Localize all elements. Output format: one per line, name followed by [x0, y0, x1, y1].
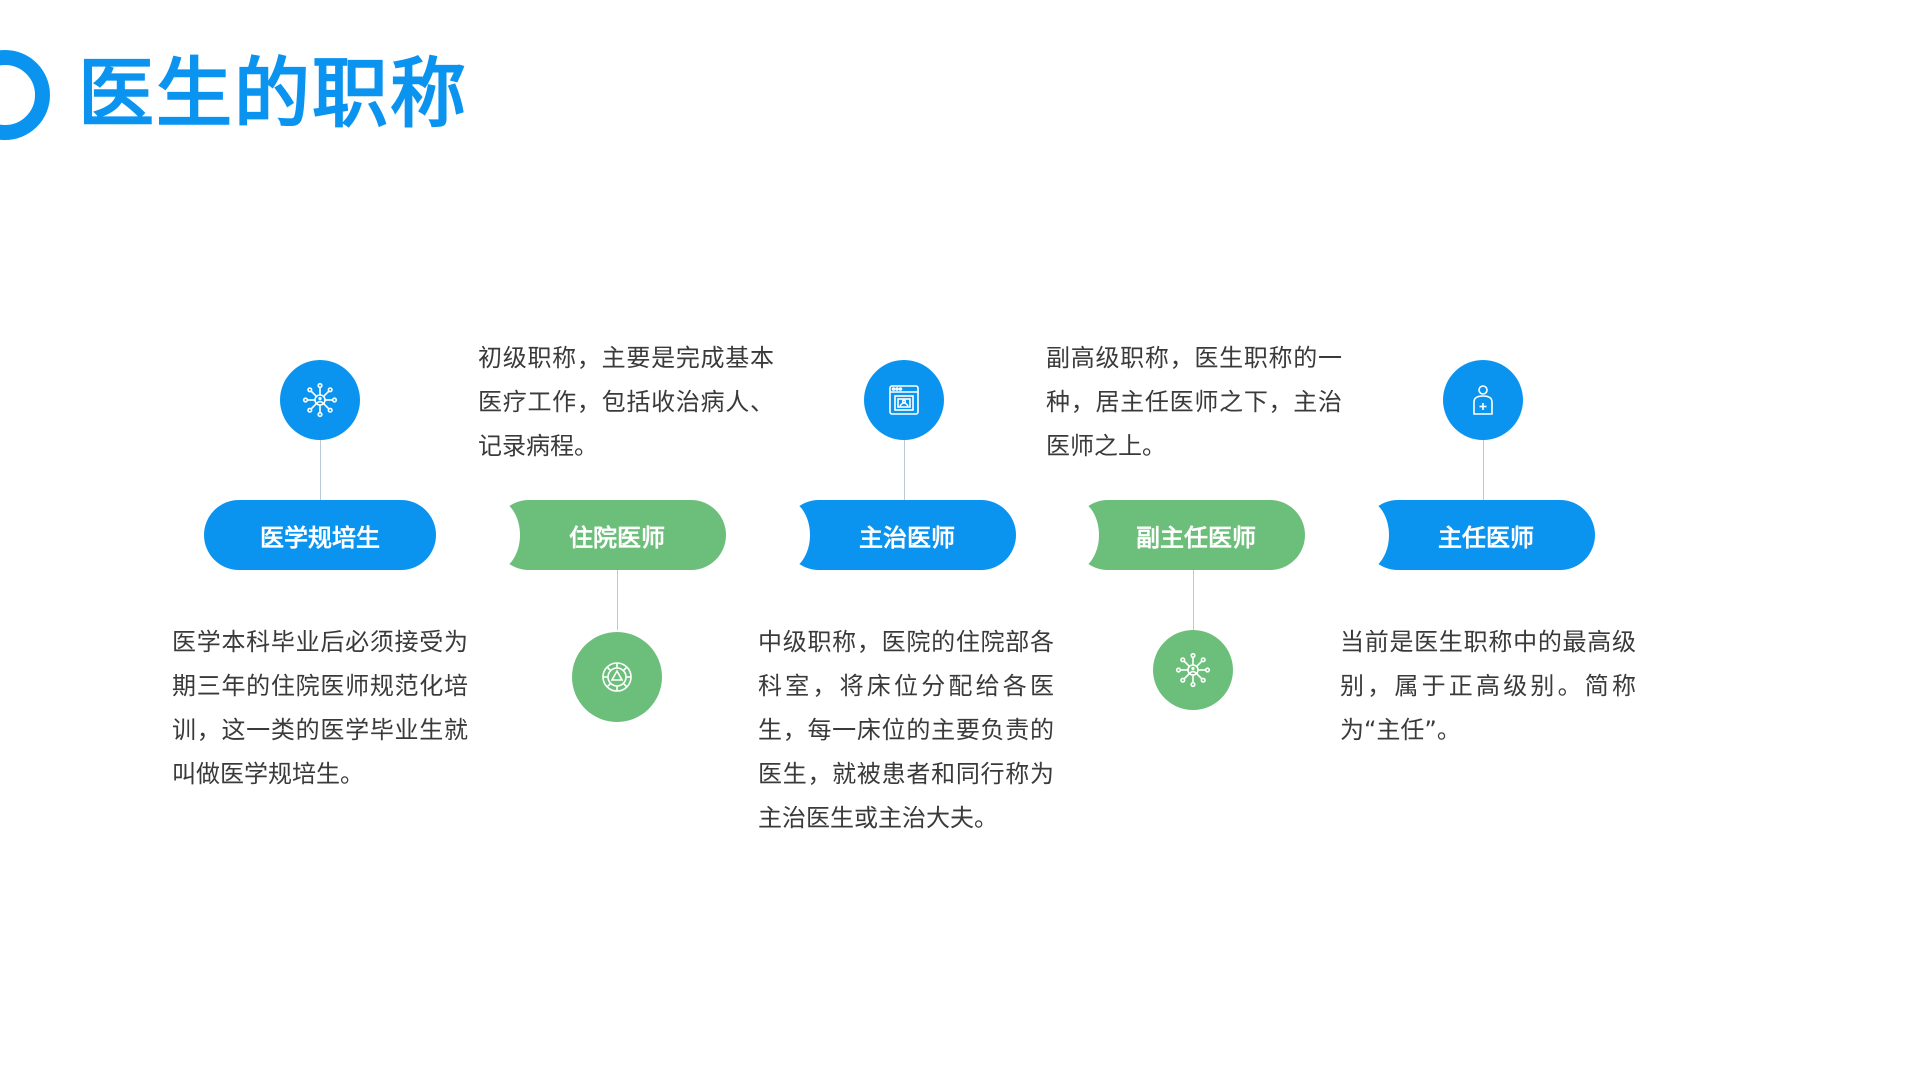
pill-notch [1337, 499, 1389, 571]
step-1-pill: 医学规培生 [204, 500, 436, 570]
connector-line [1483, 430, 1484, 500]
step-5-pill: 主任医师 [1337, 499, 1595, 571]
pill-notch [1047, 499, 1099, 571]
step-1-description: 医学本科毕业后必须接受为期三年的住院医师规范化培训，这一类的医学毕业生就叫做医学… [172, 628, 468, 788]
connector-line [320, 430, 321, 500]
pill-notch [468, 499, 520, 571]
step-2-description: 初级职称，主要是完成基本医疗工作，包括收治病人、记录病程。 [478, 344, 774, 460]
step-3-description: 中级职称，医院的住院部各科室，将床位分配给各医生，每一床位的主要负责的医生，就被… [758, 628, 1054, 832]
doctor-cross-icon [1473, 385, 1493, 415]
step-5-icon-badge [1443, 360, 1523, 440]
step-4-description: 副高级职称，医生职称的一种，居主任医师之下，主治医师之上。 [1046, 344, 1342, 460]
step-5-description: 当前是医生职称中的最高级别，属于正高级别。简称为“主任”。 [1340, 628, 1636, 744]
circular-mandala-icon [602, 662, 632, 692]
step-5-label: 主任医师 [1438, 523, 1534, 552]
step-2-icon-badge [572, 632, 662, 722]
medical-record-window-icon [889, 385, 919, 415]
step-4-label: 副主任医师 [1136, 523, 1256, 552]
step-1-label: 医学规培生 [260, 523, 380, 552]
step-1-icon-badge [280, 360, 360, 440]
network-person-icon [1175, 652, 1211, 688]
connector-line [1193, 570, 1194, 630]
step-2-pill: 住院医师 [468, 499, 726, 571]
step-3-pill: 主治医师 [758, 499, 1016, 571]
page-title: 医生的职称 [78, 49, 468, 138]
connector-line [904, 430, 905, 500]
step-4-pill: 副主任医师 [1047, 499, 1305, 571]
network-person-icon [302, 382, 338, 418]
connector-line [617, 570, 618, 630]
step-3-icon-badge [864, 360, 944, 440]
step-2-label: 住院医师 [569, 523, 665, 552]
pill-notch [758, 499, 810, 571]
step-4-icon-badge [1153, 630, 1233, 710]
step-3-label: 主治医师 [859, 523, 955, 552]
